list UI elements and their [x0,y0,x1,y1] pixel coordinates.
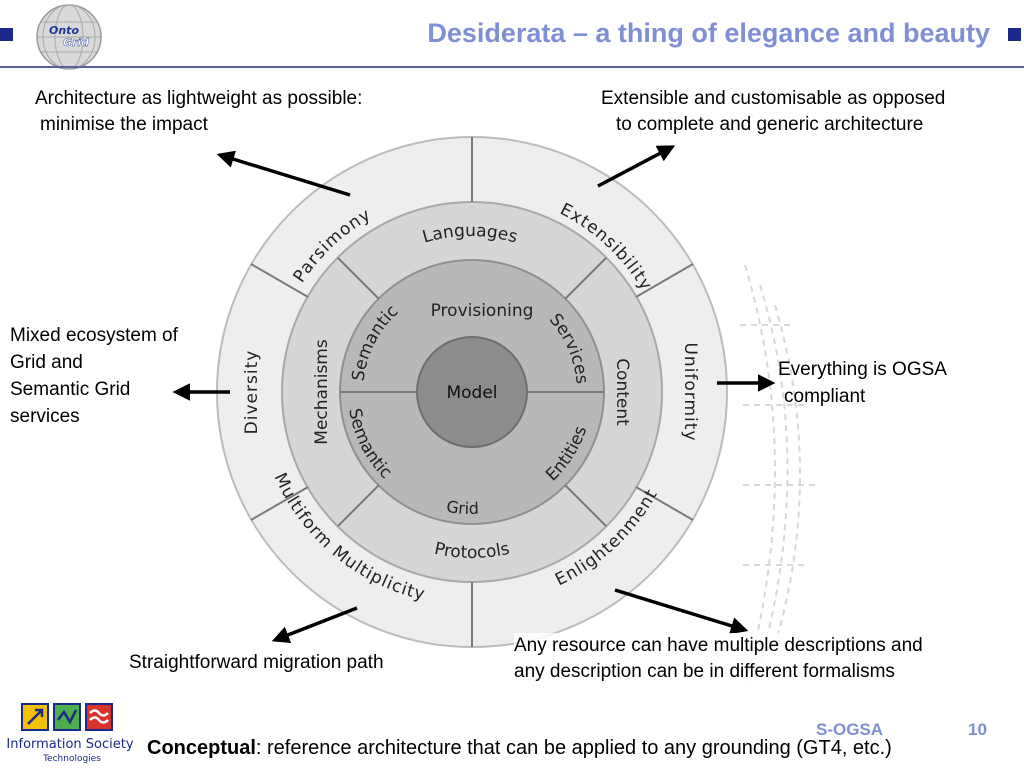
note-extensibility-line-2: to complete and generic architecture [616,114,924,135]
label-content: Content [612,358,632,426]
note-enlightenment-line-1: Straightforward migration path [129,652,384,673]
note-extensibility: Extensible and customisable as opposed t… [601,86,945,138]
conceptual-rest: : reference architecture that can be app… [255,737,892,759]
note-enlightenment: Straightforward migration path [129,650,384,676]
ontogrid-logo: Onto Grid [34,2,104,72]
note-uniformity-line-1: Everything is OGSA [778,359,947,380]
logo-text-grid: Grid [63,36,89,49]
note-uniformity-line-2: compliant [784,386,866,407]
footer-label: S-OGSA [816,720,884,739]
note-extensibility-line-1: Extensible and customisable as opposed [601,88,946,109]
desiderata-diagram: Parsimony Extensibility Multiform Multip… [210,130,730,650]
label-provisioning: Provisioning [431,301,534,321]
note-diversity-line-3: Semantic Grid [10,379,131,400]
ist-logo-text-2: Technologies [42,754,101,764]
logo-text-onto: Onto [49,24,79,37]
note-parsimony: Architecture as lightweight as possible:… [35,86,362,138]
header-right-square [1008,28,1021,41]
header-left-square [0,28,13,41]
note-parsimony-line-1: Architecture as lightweight as possible: [35,88,363,109]
header-divider [0,66,1024,68]
page-number: 10 [968,720,987,739]
label-mechanisms: Mechanisms [312,339,332,445]
label-uniformity: Uniformity [680,342,700,441]
note-multiplicity-line-1: Any resource can have multiple descripti… [514,635,923,656]
conceptual-bold: Conceptual [147,737,256,759]
note-diversity-line-4: services [10,406,80,427]
page-title: Desiderata – a thing of elegance and bea… [427,18,990,48]
note-diversity-line-1: Mixed ecosystem of [10,325,178,346]
note-parsimony-line-2: minimise the impact [40,114,208,135]
ist-logo-text-1: Information Society [6,737,133,752]
background-texture [735,264,830,686]
note-multiplicity-line-2: any description can be in different form… [514,661,895,682]
conceptual-statement: Conceptual: reference architecture that … [147,737,892,760]
note-multiplicity: Any resource can have multiple descripti… [514,633,923,685]
note-diversity-line-2: Grid and [10,352,83,373]
label-diversity: Diversity [242,350,262,435]
label-grid: Grid [445,497,479,518]
label-model: Model [446,383,497,403]
note-diversity: Mixed ecosystem of Grid and Semantic Gri… [10,322,178,430]
note-uniformity: Everything is OGSA compliant [778,356,947,410]
ist-logo: Information Society Technologies [4,698,136,766]
